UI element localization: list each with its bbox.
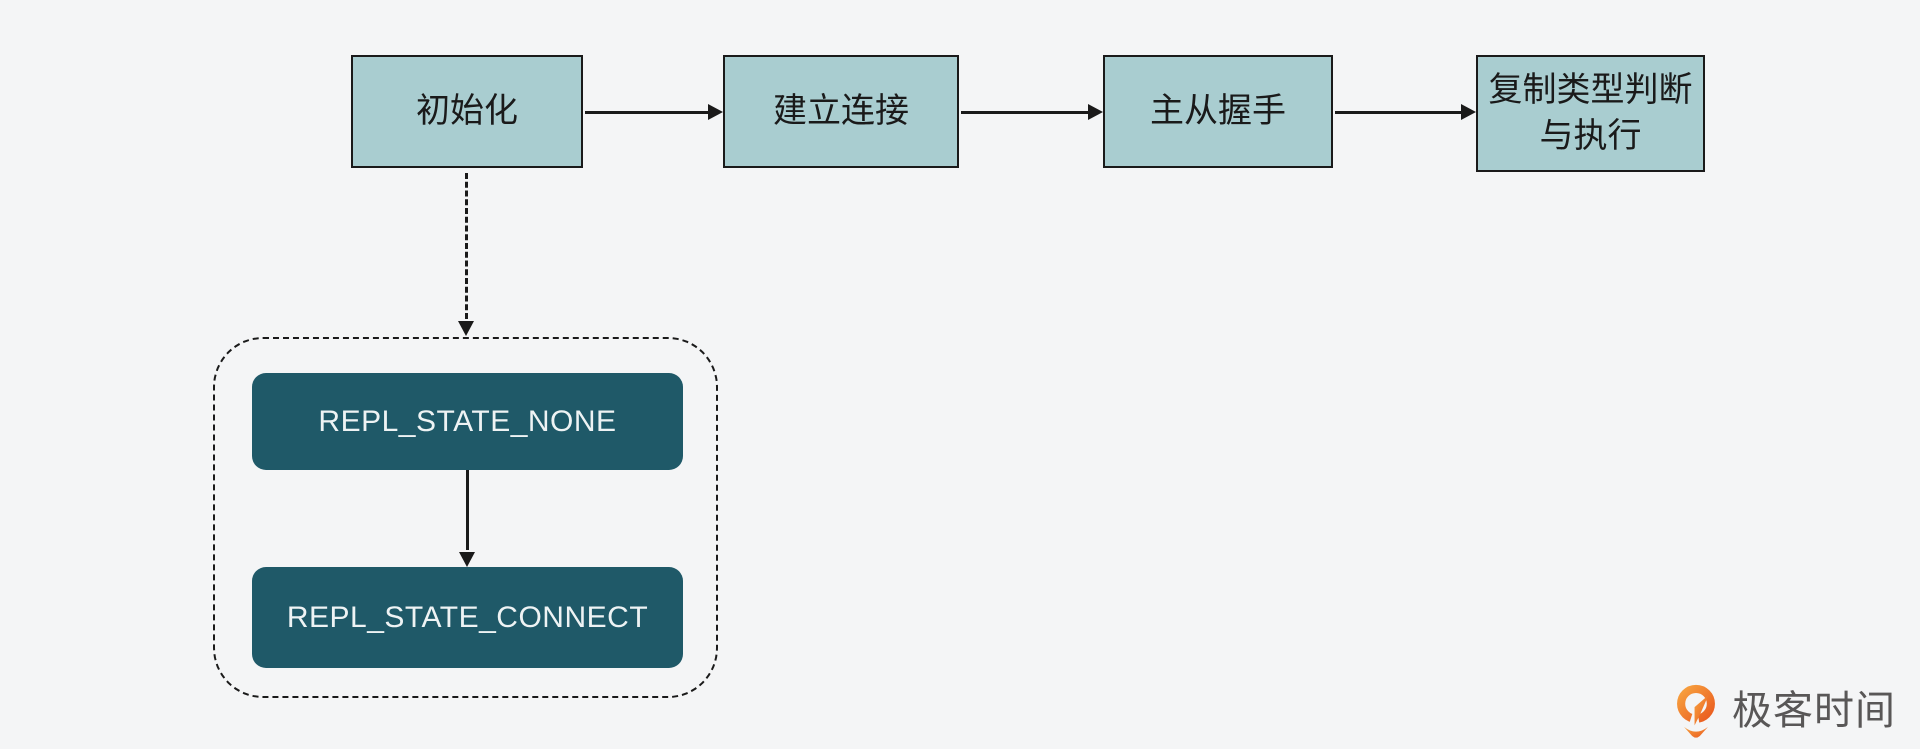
state-box-repl-state-connect: REPL_STATE_CONNECT: [252, 567, 683, 668]
arrow-establish-to-handshake: [961, 104, 1103, 121]
state-group-container: [213, 337, 718, 698]
flow-node-establish-connection: 建立连接: [723, 55, 959, 168]
geektime-logo: 极客时间: [1672, 682, 1896, 740]
arrowhead-right-icon: [1088, 104, 1103, 120]
arrow-handshake-to-repltype: [1335, 104, 1476, 121]
geektime-logo-text: 极客时间: [1732, 689, 1896, 733]
arrow-shaft: [961, 111, 1089, 114]
arrow-shaft-dashed: [465, 173, 468, 319]
arrowhead-right-icon: [1461, 104, 1476, 120]
arrow-shaft: [466, 470, 469, 550]
arrow-none-to-connect: [459, 470, 476, 567]
state-box-repl-state-none: REPL_STATE_NONE: [252, 373, 683, 470]
arrowhead-down-icon: [458, 321, 474, 336]
arrowhead-down-icon: [459, 552, 475, 567]
arrow-init-to-state-group-dashed: [458, 173, 475, 336]
arrow-shaft: [1335, 111, 1462, 114]
arrowhead-right-icon: [708, 104, 723, 120]
flow-node-master-slave-handshake: 主从握手: [1103, 55, 1333, 168]
geektime-pin-icon: [1677, 684, 1715, 738]
flow-node-init: 初始化: [351, 55, 583, 168]
arrow-shaft: [585, 111, 709, 114]
flow-node-replication-type: 复制类型判断 与执行: [1476, 55, 1705, 172]
arrow-init-to-establish: [585, 104, 723, 121]
